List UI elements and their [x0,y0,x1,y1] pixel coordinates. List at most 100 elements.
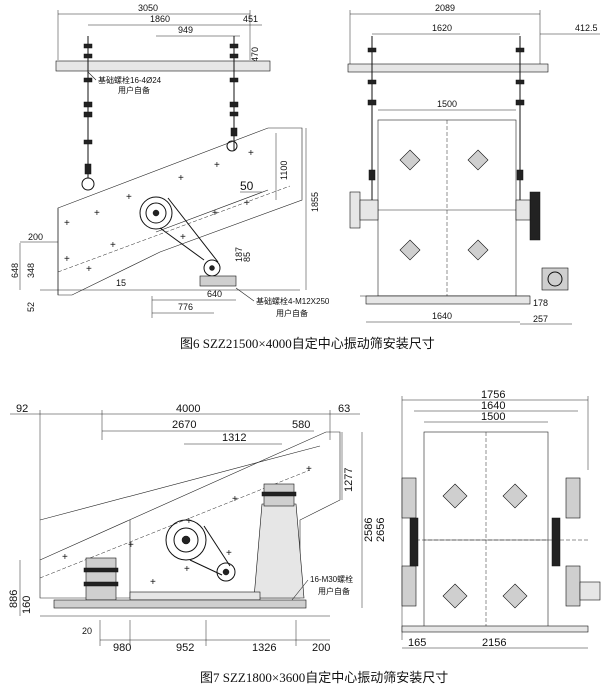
fig7-note-bolt: 16-M30螺栓 [310,574,353,584]
fig7-end-base [401,625,589,633]
svg-text:+: + [214,160,220,171]
fig6-end-dim-deck: 1500 [437,99,457,109]
svg-text:+: + [150,577,156,588]
fig7-dim-right-offset: 63 [338,403,350,415]
fig6-end-base [365,295,531,305]
fig7-plate-bolts: ++ ++ ++ ++ [62,464,312,588]
svg-text:+: + [94,208,100,219]
fig7-end-dim-deck: 1500 [481,411,505,423]
fig7-dim-2656: 2656 [375,518,387,542]
fig6-hanger-right [226,36,239,152]
fig6-end-left-drive [349,191,379,229]
fig7-dim-20: 20 [82,626,92,636]
fig7-dim-160: 160 [21,596,33,614]
fig7-dim-span-a: 2670 [172,419,196,431]
fig7-end-dim-overall: 1756 [481,389,505,401]
fig7-dim-span-c: 1312 [222,432,246,444]
fig6-dim-15: 15 [116,278,126,288]
fig7-dim-1277: 1277 [343,468,355,492]
svg-text:+: + [186,516,192,527]
svg-text:+: + [64,218,70,229]
fig6-end-hanger-right [515,36,525,200]
fig6-end-dim-span: 1620 [432,23,452,33]
fig7-foundation [53,599,307,609]
fig6-end-dim-motor-w: 257 [533,314,548,324]
fig7-side-view: 92 4000 63 2670 580 1312 ++ ++ ++ ++ [8,403,387,654]
fig7-end-screen-mesh [442,483,528,609]
fig6-caption: 图6 SZZ21500×4000自定中心振动筛安装尺寸 [180,336,435,351]
fig7-dim-base-a: 980 [113,642,131,654]
fig6-note-bolt-bottom: 基础螺栓4-M12X250 [256,296,330,306]
fig6-dim-348: 348 [26,263,36,278]
fig7-caption: 图7 SZZ1800×3600自定中心振动筛安装尺寸 [200,670,448,685]
fig7-left-spring-column [83,557,119,601]
fig6-side-view: 3050 1860 451 949 470 基础螺栓16-4Ø24 用户自备 [10,3,330,318]
fig7-motor-base [129,591,261,601]
fig6-exciter [139,196,173,230]
fig6-note-user-top: 用户自备 [118,85,150,95]
svg-text:+: + [212,208,218,219]
svg-text:+: + [248,148,254,159]
fig7-motor-pulley [216,562,236,582]
fig6-end-dim-offset: 412.5 [575,23,598,33]
fig7-end-dim-left: 165 [408,637,426,649]
svg-text:+: + [86,264,92,275]
fig6-dim-1855: 1855 [310,192,320,212]
fig6-dim-1100: 1100 [279,161,289,180]
fig6-end-motor [541,267,569,291]
fig6-dim-span-c: 949 [178,25,193,35]
fig6-end-dim-motor-h: 178 [533,298,548,308]
fig6-end-beam [347,63,549,73]
fig6-dim-200: 200 [28,232,43,242]
fig7-dim-overall: 4000 [176,403,200,415]
fig6-dim-187: 187 [234,247,244,262]
fig6-note-bolt-top: 基础螺栓16-4Ø24 [98,75,162,85]
fig7-end-left-columns [401,477,419,607]
fig6-motor-base [199,275,237,287]
fig6-dim-overall: 3050 [138,3,158,13]
svg-text:+: + [62,552,68,563]
fig7-dim-span-b: 580 [292,419,310,431]
fig6-plate-bolts: + + + + + + + + + + + + [64,148,254,275]
fig6-dim-span-a: 1860 [150,14,170,24]
fig6-dim-776: 776 [178,302,193,312]
fig7-dim-left-offset: 92 [16,403,28,415]
fig7-dim-2586: 2586 [363,518,375,542]
fig7-end-dim-base: 2156 [482,637,506,649]
svg-text:+: + [232,494,238,505]
svg-text:+: + [244,198,250,209]
svg-text:+: + [180,232,186,243]
fig6-hanger-left [81,36,95,191]
fig6-dim-648: 648 [10,263,20,278]
fig6-screen-body [57,127,303,296]
fig6-motor-pulley [203,259,221,277]
fig7-exciter [165,519,207,561]
fig6-end-dim-base: 1640 [432,311,452,321]
fig6-end-screen-mesh [399,149,489,261]
svg-text:+: + [226,548,232,559]
fig7-dim-base-c: 1326 [252,642,276,654]
fig6-dim-50: 50 [240,179,254,193]
fig6-note-user-bottom: 用户自备 [276,308,308,318]
fig6-end-right-drive [515,191,541,241]
fig7-end-view: 1756 1640 1500 165 2156 [401,389,601,649]
fig7-dim-base-d: 200 [312,642,330,654]
svg-text:+: + [178,173,184,184]
svg-text:+: + [128,540,134,551]
fig6-support-beam [55,60,271,72]
svg-text:+: + [64,254,70,265]
fig6-dim-52: 52 [26,302,36,312]
svg-text:+: + [126,192,132,203]
fig6-dim-470: 470 [250,47,260,62]
fig7-end-dim-span: 1640 [481,400,505,412]
fig7-screen-body [39,431,341,599]
fig6-dim-640: 640 [207,289,222,299]
fig6-end-hanger-left [367,36,377,200]
fig7-end-right-columns [551,477,601,607]
svg-text:+: + [110,240,116,251]
svg-text:+: + [306,464,312,475]
fig6-dim-85: 85 [242,252,252,262]
fig6-end-dim-overall: 2089 [435,3,455,13]
fig6-dim-span-b: 451 [243,14,258,24]
